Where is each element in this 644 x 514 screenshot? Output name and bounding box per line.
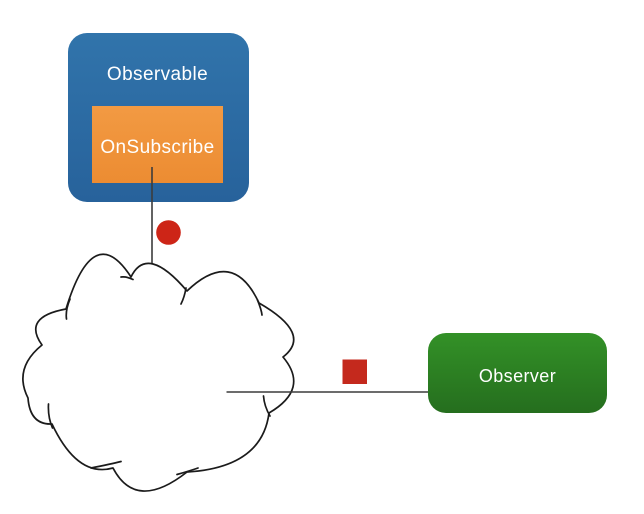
cloud-shape [22,253,295,492]
on-subscribe-label: OnSubscribe [100,137,214,158]
observer-label: Observer [479,366,556,386]
cloud-outline [22,253,295,492]
cloud-sketch-strokes [47,276,271,476]
observer-node: Observer [428,333,607,413]
observable-label: Observable [107,64,208,85]
on-subscribe-box [92,106,223,183]
emission-dot [156,220,181,245]
observable-node: Observable OnSubscribe [68,33,249,202]
emission-square [342,359,367,384]
observer-box [428,333,607,413]
